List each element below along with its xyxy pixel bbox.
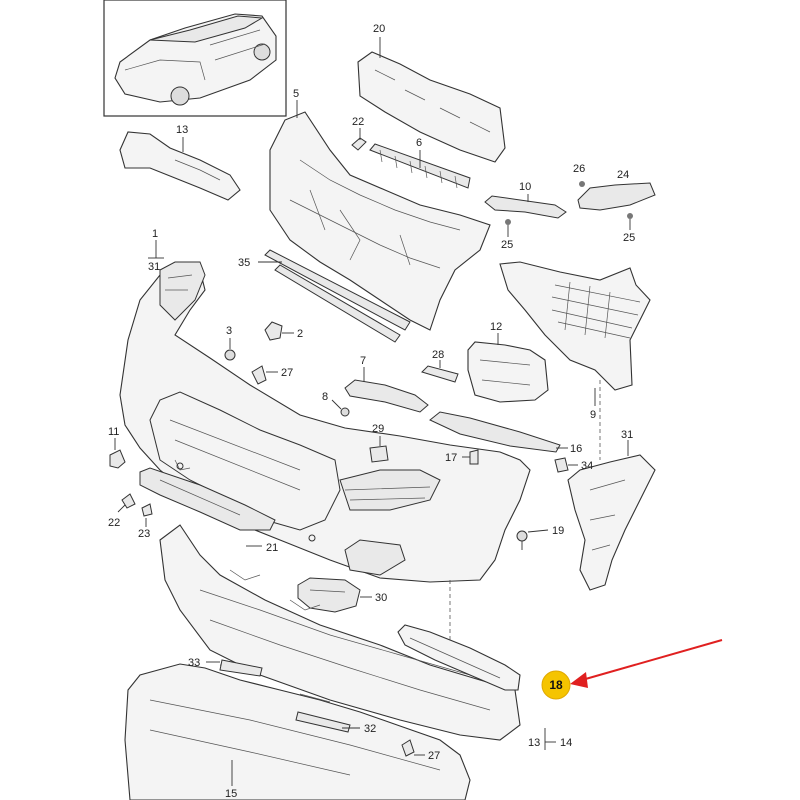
callout-34: 34 xyxy=(581,460,593,472)
callout-12: 12 xyxy=(490,321,502,333)
highlight-badge-label: 18 xyxy=(549,678,563,692)
part-18-highlighted-trim xyxy=(397,624,521,691)
part-6-strip xyxy=(369,143,471,189)
part-31-left-bracket xyxy=(159,261,206,321)
part-11-washer-cap xyxy=(109,438,126,469)
part-33-insert xyxy=(206,659,263,677)
callout-33: 33 xyxy=(188,657,200,669)
callout-24: 24 xyxy=(617,169,629,181)
callout-15: 15 xyxy=(225,788,237,800)
callout-8: 8 xyxy=(322,391,328,403)
callout-5: 5 xyxy=(293,88,299,100)
callout-13-14-bracket xyxy=(544,728,556,750)
part-17-clip xyxy=(462,449,479,465)
callout-1: 1 xyxy=(152,228,158,240)
part-31-right-bracket xyxy=(567,440,656,591)
part-27-clip-lower xyxy=(401,739,425,757)
part-22-clip-lower xyxy=(117,493,136,513)
vehicle-inset xyxy=(103,0,287,117)
part-21-license-carrier xyxy=(139,467,276,547)
part-9-grille xyxy=(499,261,651,406)
callout-13-top: 13 xyxy=(176,124,188,136)
callout-16: 16 xyxy=(570,443,582,455)
part-2-clip xyxy=(264,321,294,341)
part-13-underbody-panel xyxy=(159,524,521,741)
part-10-bracket xyxy=(484,194,567,237)
callout-labels: 20 5 22 13 6 26 24 10 25 25 1 31 35 3 2 … xyxy=(108,23,635,800)
callout-2: 2 xyxy=(297,328,303,340)
part-30-fog-cover xyxy=(297,577,372,613)
highlight-badge-18: 18 xyxy=(541,670,571,700)
part-24-bracket xyxy=(577,181,656,230)
callout-10: 10 xyxy=(519,181,531,193)
part-8-clip xyxy=(331,399,350,417)
callout-6: 6 xyxy=(416,137,422,149)
part-28-clip xyxy=(421,360,459,383)
callout-9: 9 xyxy=(590,409,596,421)
callout-7: 7 xyxy=(360,355,366,367)
part-13-side-bracket xyxy=(119,131,241,201)
part-5-carrier xyxy=(269,100,491,331)
callout-21: 21 xyxy=(266,542,278,554)
callout-31-left: 31 xyxy=(148,261,160,273)
part-12-duct xyxy=(467,333,549,403)
part-23-clip xyxy=(141,503,153,527)
callout-28: 28 xyxy=(432,349,444,361)
callout-25-left: 25 xyxy=(501,239,513,251)
part-3-clip xyxy=(224,338,236,361)
part-20-upper-bracket xyxy=(357,37,506,163)
part-34-clip xyxy=(554,457,578,473)
callout-20: 20 xyxy=(373,23,385,35)
callout-11: 11 xyxy=(108,426,119,438)
callout-19: 19 xyxy=(552,525,564,537)
part-35-strips xyxy=(258,249,411,343)
callout-26: 26 xyxy=(573,163,585,175)
part-7-bracket xyxy=(344,367,429,413)
callout-23: 23 xyxy=(138,528,150,540)
callout-14: 14 xyxy=(560,737,572,749)
part-32-insert xyxy=(295,711,360,733)
callout-31-right: 31 xyxy=(621,429,633,441)
callout-3: 3 xyxy=(226,325,232,337)
callout-29: 29 xyxy=(372,423,384,435)
part-22-clip-top xyxy=(351,128,367,151)
callout-30: 30 xyxy=(375,592,387,604)
callout-27-upper: 27 xyxy=(281,367,293,379)
callout-27-lower: 27 xyxy=(428,750,440,762)
callout-13-lower: 13 xyxy=(528,737,540,749)
part-15-lower-shield xyxy=(124,663,471,800)
highlight-arrow xyxy=(570,639,723,688)
callout-25-right: 25 xyxy=(623,232,635,244)
callout-32: 32 xyxy=(364,723,376,735)
part-19-bolt xyxy=(516,529,549,550)
callout-35: 35 xyxy=(238,257,250,269)
part-27-clip-upper xyxy=(251,365,278,385)
callout-17: 17 xyxy=(445,452,457,464)
part-16-strip xyxy=(429,411,568,453)
callout-22-lower: 22 xyxy=(108,517,120,529)
callout-22-top: 22 xyxy=(352,116,364,128)
part-29-cap xyxy=(369,436,389,463)
